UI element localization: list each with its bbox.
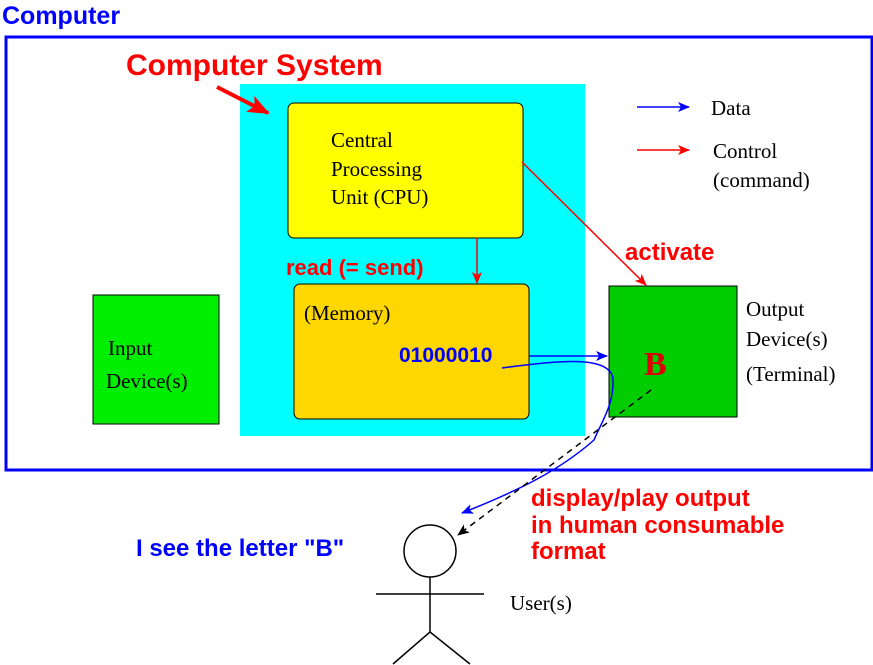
- output-to-user-dashed-arrow: [457, 389, 652, 536]
- read-label: read (= send): [286, 255, 424, 280]
- memory-label: (Memory): [304, 301, 390, 325]
- output-device-label-line3: (Terminal): [746, 362, 836, 386]
- output-device-box: [608, 285, 738, 418]
- display-label-line3: format: [531, 538, 606, 565]
- input-device-label-line2: Device(s): [106, 369, 188, 393]
- data-to-user-curve-arrow: [461, 360, 614, 514]
- cpu-label-line3: Unit (CPU): [331, 185, 428, 209]
- display-label-line2: in human consumable: [531, 512, 784, 539]
- display-label-line1: display/play output: [531, 485, 750, 512]
- memory-bits: 01000010: [399, 344, 492, 367]
- output-letter: B: [644, 346, 667, 383]
- legend-control-label-line1: Control: [713, 139, 777, 163]
- activate-arrow: [521, 161, 647, 286]
- user-stick-figure-icon: [376, 524, 484, 665]
- computer-system-label: Computer System: [126, 49, 383, 82]
- user-label: User(s): [510, 591, 572, 615]
- computer-title: Computer: [2, 2, 120, 30]
- input-device-label-line1: Input: [108, 336, 152, 360]
- legend-data-label: Data: [711, 96, 751, 120]
- user-speech-label: I see the letter "B": [136, 535, 344, 562]
- memory-box: [293, 283, 530, 420]
- cpu-label-line1: Central: [331, 128, 393, 152]
- legend-control-label-line2: (command): [713, 168, 810, 192]
- output-device-label-line1: Output: [746, 297, 805, 321]
- input-device-box: [92, 294, 220, 425]
- cpu-label-line2: Processing: [331, 157, 422, 181]
- computer-system-pointer-arrow: [216, 85, 270, 115]
- output-device-label-line2: Device(s): [746, 327, 828, 351]
- activate-label: activate: [625, 239, 714, 266]
- computer-frame: [4, 35, 873, 472]
- cpu-box: [287, 102, 524, 239]
